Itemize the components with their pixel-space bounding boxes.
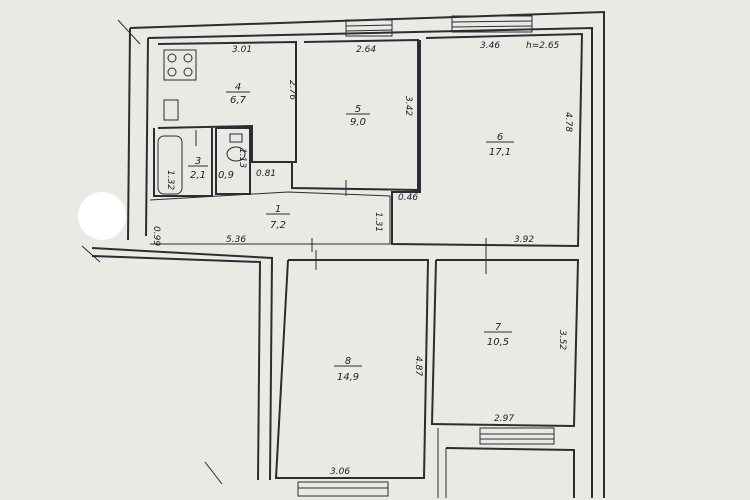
room-label-3b: 0,9 — [218, 170, 234, 181]
dim-5-36: 5.36 — [226, 235, 246, 245]
room-label-6: 6 17,1 — [486, 132, 514, 158]
dim-0-99: 0.99 — [151, 226, 161, 246]
svg-text:17,1: 17,1 — [489, 147, 511, 158]
svg-text:8: 8 — [345, 356, 351, 367]
dim-3-01: 3.01 — [232, 45, 252, 55]
dim-3-92: 3.92 — [514, 235, 534, 245]
svg-text:4: 4 — [235, 82, 241, 93]
glare-spot — [78, 192, 126, 240]
room-label-5: 5 9,0 — [346, 104, 370, 128]
dim-2-76: 2.76 — [287, 80, 297, 100]
dim-2-64: 2.64 — [356, 45, 376, 55]
room-label-1: 1 7,2 — [266, 204, 290, 231]
dim-1-32: 1.32 — [165, 170, 175, 190]
dim-1-13: 1.13 — [237, 148, 247, 168]
svg-text:6,7: 6,7 — [230, 95, 247, 106]
room-label-8: 8 14,9 — [334, 356, 362, 383]
svg-text:9,0: 9,0 — [350, 117, 366, 128]
dim-4-87: 4.87 — [413, 356, 423, 376]
room-walls — [149, 32, 584, 498]
dim-0-46: 0.46 — [398, 193, 418, 203]
dim-3-52: 3.52 — [557, 330, 567, 350]
svg-text:14,9: 14,9 — [337, 372, 359, 383]
stove-icon — [163, 49, 197, 81]
dim-3-42: 3.42 — [403, 96, 413, 116]
dim-3-06: 3.06 — [330, 467, 350, 477]
room-label-4: 4 6,7 — [226, 82, 250, 106]
svg-text:2,1: 2,1 — [190, 170, 206, 181]
dim-4-78: 4.78 — [563, 112, 573, 132]
svg-text:10,5: 10,5 — [487, 337, 509, 348]
svg-text:7: 7 — [495, 322, 502, 333]
room-label-7: 7 10,5 — [484, 322, 512, 348]
dim-3-46: 3.46 — [480, 41, 500, 51]
room-label-3: 3 2,1 — [188, 156, 208, 181]
svg-text:5: 5 — [355, 104, 361, 115]
sink-icon — [163, 99, 179, 121]
dim-1-31: 1.31 — [373, 212, 383, 232]
dim-0-81: 0.81 — [256, 169, 276, 179]
svg-text:7,2: 7,2 — [270, 220, 286, 231]
windows — [297, 15, 555, 497]
dim-height: h=2.65 — [526, 41, 560, 51]
svg-text:3: 3 — [195, 156, 201, 167]
svg-text:6: 6 — [497, 132, 503, 143]
outer-walls — [81, 10, 605, 498]
dim-2-97: 2.97 — [494, 414, 514, 424]
svg-text:1: 1 — [275, 204, 281, 215]
svg-text:0,9: 0,9 — [218, 170, 234, 181]
